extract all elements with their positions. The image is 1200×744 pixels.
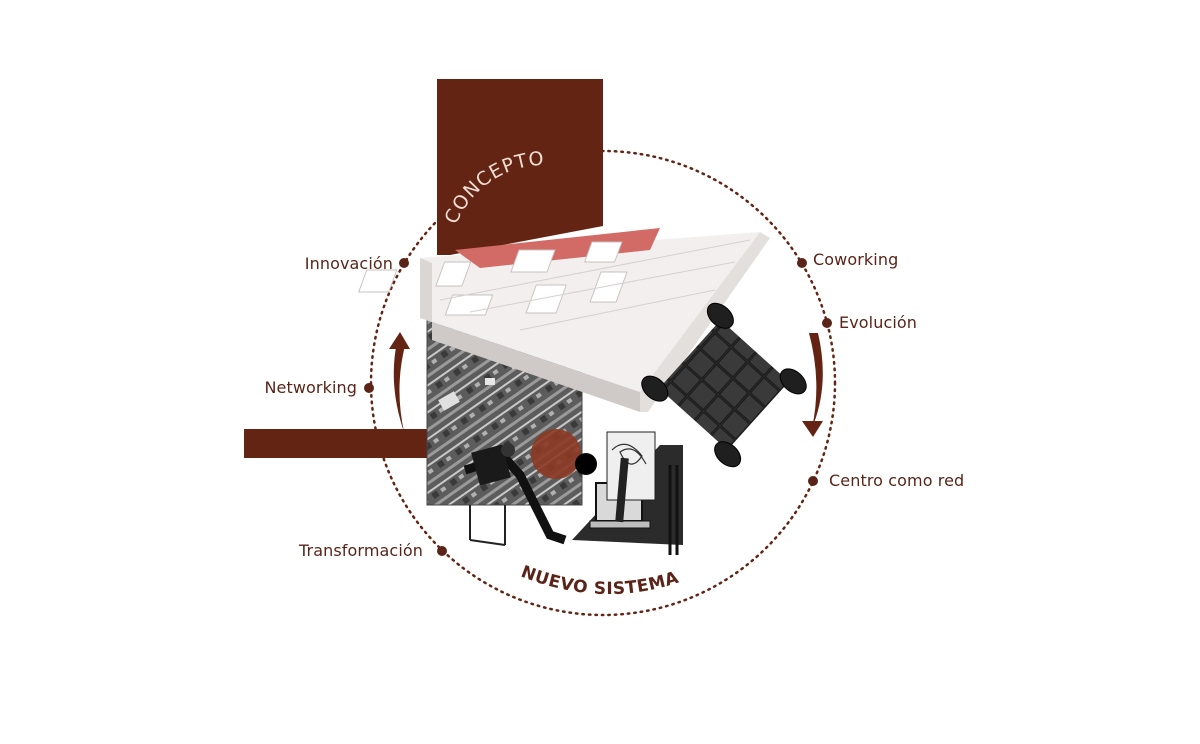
- label-innovacion: Innovación: [304, 254, 393, 273]
- seated-man-photo: [463, 443, 567, 546]
- dot-transformacion: [437, 546, 447, 556]
- dot-networking: [364, 383, 374, 393]
- workspace-collage: [572, 431, 683, 555]
- right-arrow: [802, 333, 823, 437]
- architectural-model: [358, 228, 770, 412]
- label-transformacion: Transformación: [299, 541, 423, 560]
- label-centro: Centro como red: [829, 471, 965, 490]
- label-coworking: Coworking: [813, 250, 899, 269]
- meeting-table-photo: [641, 302, 807, 468]
- dot-evolucion: [822, 318, 832, 328]
- dot-innovacion: [399, 258, 409, 268]
- concept-block: [437, 79, 603, 255]
- black-dot: [575, 453, 597, 475]
- system-title: NUEVO SISTEMA: [518, 562, 681, 599]
- label-evolucion: Evolución: [839, 313, 918, 332]
- label-networking: Networking: [264, 378, 357, 397]
- left-arrow: [389, 332, 410, 432]
- dot-centro: [808, 476, 818, 486]
- dot-coworking: [797, 258, 807, 268]
- accent-circle: [531, 429, 581, 479]
- left-band: [244, 429, 434, 458]
